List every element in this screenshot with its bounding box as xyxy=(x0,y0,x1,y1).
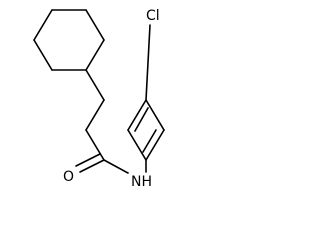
aryl-bond-1 xyxy=(127,129,147,161)
aryl-inner-bond-1 xyxy=(134,107,149,132)
chemical-structure: Cl NH O xyxy=(33,8,165,190)
chain-bond-3 xyxy=(85,129,105,161)
aryl-bond-4 xyxy=(145,129,165,161)
carbonyl-double-bond-b xyxy=(75,153,101,167)
amide-bond xyxy=(103,159,129,174)
chlorine-label: Cl xyxy=(146,8,160,24)
carbonyl-double-bond-a xyxy=(79,159,105,173)
cyclohexyl-ring xyxy=(33,9,105,71)
ring-bond-2 xyxy=(85,9,105,41)
nitrogen-hydrogen-label: NH xyxy=(131,174,152,190)
aryl-bond-2 xyxy=(127,99,147,131)
chain-bond-1 xyxy=(85,69,105,101)
chlorophenyl-ring xyxy=(127,24,165,173)
chlorine-bond xyxy=(145,24,151,101)
aryl-bond-3 xyxy=(145,99,165,131)
oxygen-label: O xyxy=(63,169,74,185)
ring-bond-3 xyxy=(85,39,105,71)
ring-bond-5 xyxy=(33,39,53,71)
propanoyl-chain xyxy=(75,69,129,174)
ring-bond-6 xyxy=(33,9,53,41)
chain-bond-2 xyxy=(85,99,105,131)
aryl-inner-bond-2 xyxy=(142,129,157,153)
